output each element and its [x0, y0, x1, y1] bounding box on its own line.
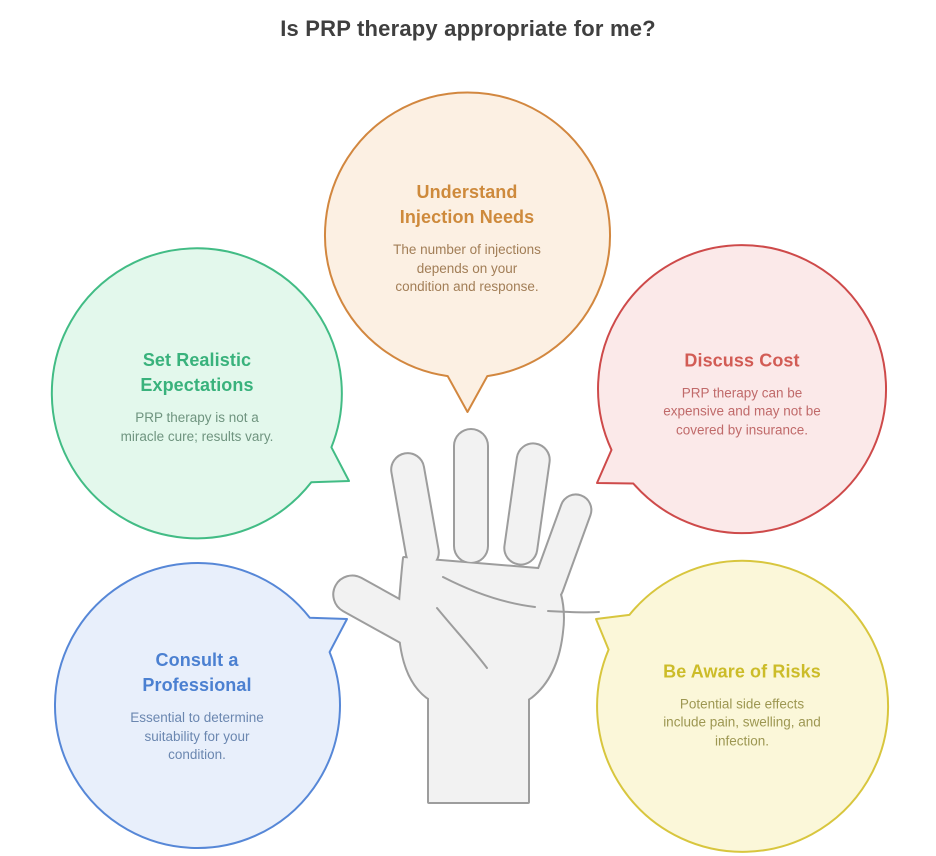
speech-bubble-right-shape [596, 244, 888, 535]
hand-fill [327, 430, 595, 802]
bubble-set-realistic-expectations: Set Realistic Expectations PRP therapy i… [87, 348, 307, 446]
bubble-understand-injection-needs: Understand Injection Needs The number of… [357, 180, 577, 296]
palm-lines [436, 576, 600, 669]
bubble-consult-a-professional: Consult a Professional Essential to dete… [87, 648, 307, 764]
bubble-title: Discuss Cost [684, 350, 800, 371]
bubble-discuss-cost: Discuss Cost PRP therapy can be expensiv… [632, 349, 852, 440]
bubble-body: PRP therapy is not a miracle cure; resul… [120, 410, 274, 444]
bubble-title: Consult a Professional [142, 649, 252, 696]
speech-bubble-left-shape [50, 247, 350, 540]
open-hand-icon [325, 428, 600, 804]
speech-bubble-bottom-right-shape [595, 559, 890, 853]
bubble-be-aware-of-risks: Be Aware of Risks Potential side effects… [632, 660, 852, 751]
bubble-title: Understand Injection Needs [399, 181, 535, 228]
page-title: Is PRP therapy appropriate for me? [280, 16, 656, 41]
speech-bubble-bottom-left-shape [53, 562, 348, 849]
bubble-body: Potential side effects include pain, swe… [663, 696, 821, 749]
bubble-title: Be Aware of Risks [663, 661, 821, 682]
bubble-title: Set Realistic Expectations [140, 350, 254, 396]
bubble-body: The number of injections depends on your… [393, 242, 541, 294]
bubble-body: PRP therapy can be expensive and may not… [663, 385, 821, 438]
bubble-body: Essential to determine suitability for y… [130, 710, 264, 762]
speech-bubble-top-shape [324, 91, 611, 413]
